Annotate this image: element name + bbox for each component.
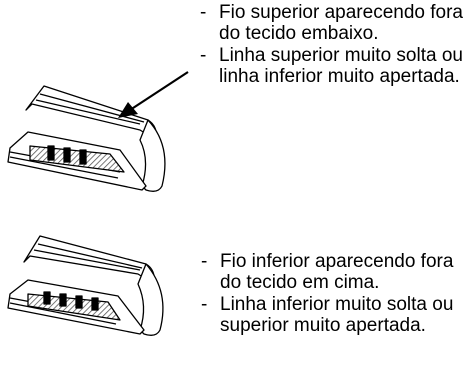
note-text: Linha inferior muito solta ou superior m… (220, 294, 454, 336)
stitch-knot (63, 147, 71, 163)
bullet-dash: - (200, 45, 207, 66)
stitch-knot (75, 295, 83, 309)
fabric-fold-bend (137, 263, 164, 336)
fabric-fold-illustration-bottom (7, 235, 164, 336)
fabric-fold-bend (139, 119, 166, 192)
bottom-note-cause: - Linha inferior muito solta ou superior… (201, 294, 464, 336)
note-text: Fio superior aparecendo fora do tecido e… (219, 2, 463, 44)
bullet-dash: - (201, 294, 208, 315)
bullet-dash: - (200, 2, 207, 23)
pointer-arrow (118, 71, 189, 118)
stitch-knot (43, 291, 51, 305)
stitch-knot (79, 149, 87, 165)
fabric-fold-illustration-top (7, 85, 166, 192)
stitch-knot (59, 293, 67, 307)
top-case-notes: - Fio superior aparecendo fora do tecido… (200, 2, 464, 88)
stitch-knot (91, 297, 99, 311)
stitch-knot (47, 145, 55, 161)
bullet-dash: - (201, 251, 208, 272)
top-note-cause: - Linha superior muito solta ou linha in… (200, 45, 464, 87)
top-note-symptom: - Fio superior aparecendo fora do tecido… (200, 2, 464, 44)
note-text: Linha superior muito solta ou linha infe… (219, 45, 463, 87)
note-text: Fio inferior aparecendo fora do tecido e… (220, 251, 454, 293)
bottom-case-notes: - Fio inferior aparecendo fora do tecido… (201, 251, 464, 337)
bottom-note-symptom: - Fio inferior aparecendo fora do tecido… (201, 251, 464, 293)
